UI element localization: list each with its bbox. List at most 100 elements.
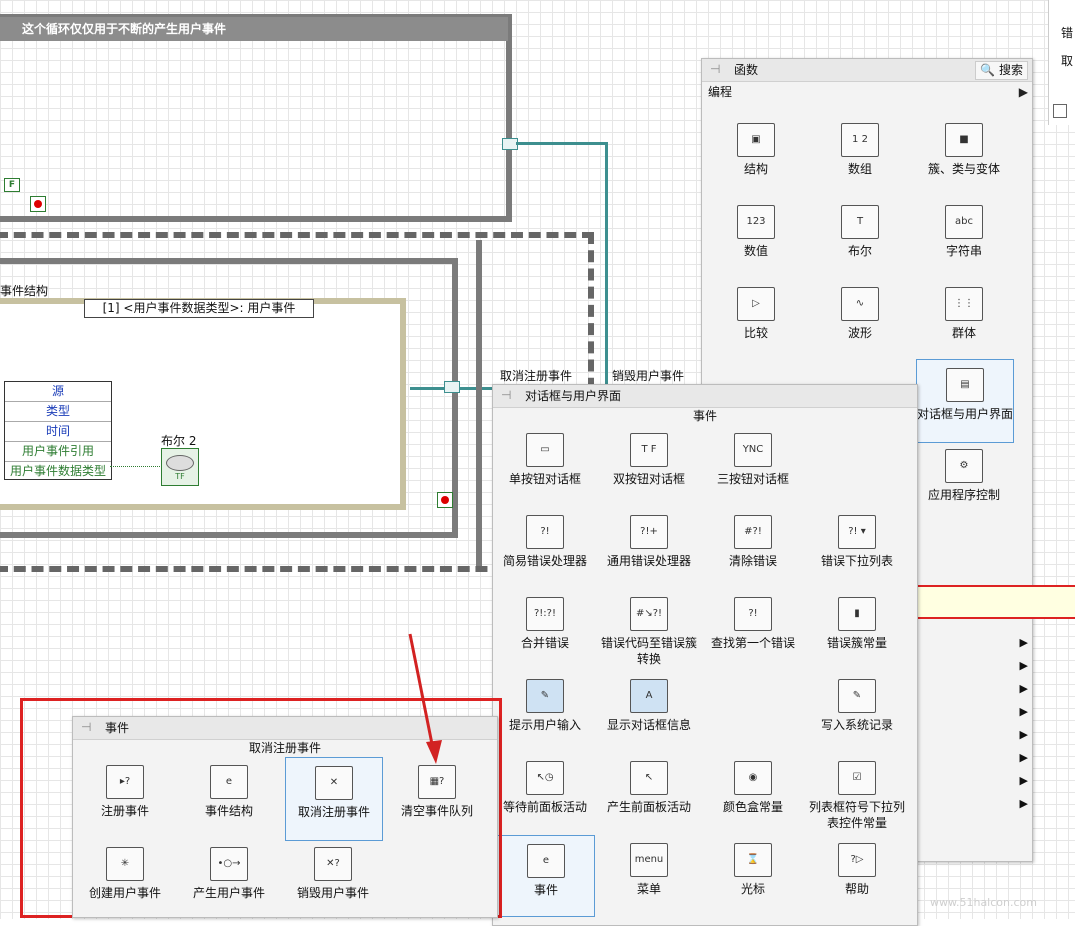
item-label: 群体 — [951, 326, 976, 340]
palette-item-generate-fp[interactable]: ↖产生前面板活动 — [601, 753, 697, 833]
palette-item-destroy-user-event[interactable]: ✕?销毁用户事件 — [285, 839, 381, 919]
palette-item-cluster[interactable]: ■簇、类与变体 — [916, 115, 1012, 195]
palette-item-color-box[interactable]: ◉颜色盒常量 — [705, 753, 801, 833]
dialog-palette-title: 对话框与用户界面 — [525, 389, 622, 403]
palette-item-waveform[interactable]: ∿ 波形 — [812, 279, 908, 359]
item-label: 简易错误处理器 — [502, 554, 587, 568]
item-label: 布尔 — [847, 244, 872, 258]
palette-item-prompt[interactable]: ✎提示用户输入 — [497, 671, 593, 751]
menu-icon: menu — [630, 843, 668, 877]
category-programming[interactable]: 编程 ▶ — [702, 82, 1032, 102]
item-label: 应用程序控制 — [927, 488, 1000, 502]
item-label: 波形 — [847, 326, 872, 340]
palette-item-clear-error[interactable]: #?!清除错误 — [705, 507, 801, 587]
while-loop-inner[interactable] — [0, 258, 458, 538]
palette-item-error-code[interactable]: #↘?!错误代码至错误簇转换 — [601, 589, 697, 669]
palette-item-error-ring[interactable]: ?! ▾错误下拉列表 — [809, 507, 905, 587]
item-label: 取消注册事件 — [297, 805, 370, 819]
palette-item-flush-queue[interactable]: ▦?清空事件队列 — [389, 757, 485, 837]
corner-icon[interactable] — [1053, 104, 1067, 118]
unregister-node-label: 取消注册事件 — [500, 369, 573, 383]
pin-icon[interactable]: ⊣ — [81, 720, 92, 734]
cluster-icon: ■ — [945, 123, 983, 157]
item-label: 通用错误处理器 — [606, 554, 691, 568]
palette-item-listbox[interactable]: ☑列表框符号下拉列表控件常量 — [809, 753, 905, 833]
false-constant[interactable]: F — [4, 178, 20, 192]
stop-terminal-top[interactable] — [30, 196, 46, 212]
wire-top — [516, 142, 608, 145]
palette-item-unregister-events[interactable]: ✕取消注册事件 — [285, 757, 383, 841]
cluster-field-type: 类型 — [5, 402, 111, 422]
event-structure-icon: e — [210, 765, 248, 799]
palette-item-cursor[interactable]: ⌛光标 — [705, 835, 801, 915]
waveform-icon: ∿ — [841, 287, 879, 321]
palette-item-dialog-ui[interactable]: ▤ 对话框与用户界面 — [916, 359, 1014, 443]
cluster-field-time: 时间 — [5, 422, 111, 442]
search-button[interactable]: 🔍 搜索 — [975, 61, 1028, 80]
palette-item-merge-error[interactable]: ?!:?!合并错误 — [497, 589, 593, 669]
item-label: 错误代码至错误簇转换 — [601, 636, 698, 666]
palette-item-boolean[interactable]: T 布尔 — [812, 197, 908, 277]
dialog-icon: ▤ — [946, 368, 984, 402]
palette-item-general-error[interactable]: ?!+通用错误处理器 — [601, 507, 697, 587]
merge-error-icon: ?!:?! — [526, 597, 564, 631]
chevron-right-icon: ▶ — [1018, 85, 1028, 99]
palette-item-syslog[interactable]: ✎写入系统记录 — [809, 671, 905, 751]
palette-item-one-button[interactable]: ▭单按钮对话框 — [497, 425, 593, 505]
palette-item-error-cluster[interactable]: ▮错误簇常量 — [809, 589, 905, 669]
boolean-indicator[interactable]: TF — [161, 448, 199, 486]
palette-item-create-user-event[interactable]: ✳ 创建用户事件 — [77, 839, 173, 919]
event-case-selector[interactable]: [1] <用户事件数据类型>: 用户事件 — [84, 299, 314, 318]
wire-vertical — [605, 142, 608, 390]
pin-icon[interactable]: ⊣ — [501, 388, 512, 402]
loop-comment-label: 这个循环仅仅用于不断的产生用户事件 — [0, 17, 508, 41]
pin-icon[interactable]: ⊣ — [710, 62, 721, 76]
palette-item-generate-user-event[interactable]: •○→产生用户事件 — [181, 839, 277, 919]
palette-item-find-error[interactable]: ?! 查找第一个错误 — [705, 589, 801, 669]
event-data-node[interactable]: 源 类型 时间 用户事件引用 用户事件数据类型 — [4, 381, 112, 480]
item-label: 对话框与用户界面 — [917, 407, 1014, 421]
item-label: 产生前面板活动 — [606, 800, 691, 814]
stop-terminal-bottom[interactable] — [437, 492, 453, 508]
three-button-icon: YNC — [734, 433, 772, 467]
item-label: 查找第一个错误 — [710, 636, 795, 650]
item-label: 数组 — [847, 162, 872, 176]
destroy-node-label: 销毁用户事件 — [612, 369, 685, 383]
find-error-icon: ?! — [734, 597, 772, 631]
structure-icon: ▣ — [737, 123, 775, 157]
shift-register-inner[interactable] — [444, 381, 460, 393]
palette-item-wait-fp[interactable]: ↖◷等待前面板活动 — [497, 753, 593, 833]
item-label: 事件结构 — [204, 804, 253, 818]
event-structure-label: 事件结构 — [0, 284, 49, 298]
palette-item-register-events[interactable]: ▸?注册事件 — [77, 757, 173, 837]
boolean-indicator-label: 布尔 2 — [161, 434, 197, 448]
palette-item-help[interactable]: ?▷帮助 — [809, 835, 905, 915]
create-user-event-icon: ✳ — [106, 847, 144, 881]
functions-palette-header: ⊣ 函数 🔍 搜索 — [702, 59, 1032, 82]
error-ring-icon: ?! ▾ — [838, 515, 876, 549]
two-button-icon: T F — [630, 433, 668, 467]
palette-item-event-structure[interactable]: e 事件结构 — [181, 757, 277, 837]
wait-fp-icon: ↖◷ — [526, 761, 564, 795]
boolean-icon: T — [841, 205, 879, 239]
item-label: 创建用户事件 — [88, 886, 161, 900]
palette-item-group[interactable]: ⋮⋮群体 — [916, 279, 1012, 359]
item-label: 事件 — [533, 883, 558, 897]
palette-item-comparison[interactable]: ▷比较 — [708, 279, 804, 359]
palette-item-structures[interactable]: ▣结构 — [708, 115, 804, 195]
help-icon: ?▷ — [838, 843, 876, 877]
palette-item-app-control[interactable]: ⚙应用程序控制 — [916, 441, 1012, 521]
palette-item-simple-error[interactable]: ?!简易错误处理器 — [497, 507, 593, 587]
functions-palette-title: 函数 — [734, 63, 759, 77]
while-loop-top[interactable] — [0, 14, 512, 222]
